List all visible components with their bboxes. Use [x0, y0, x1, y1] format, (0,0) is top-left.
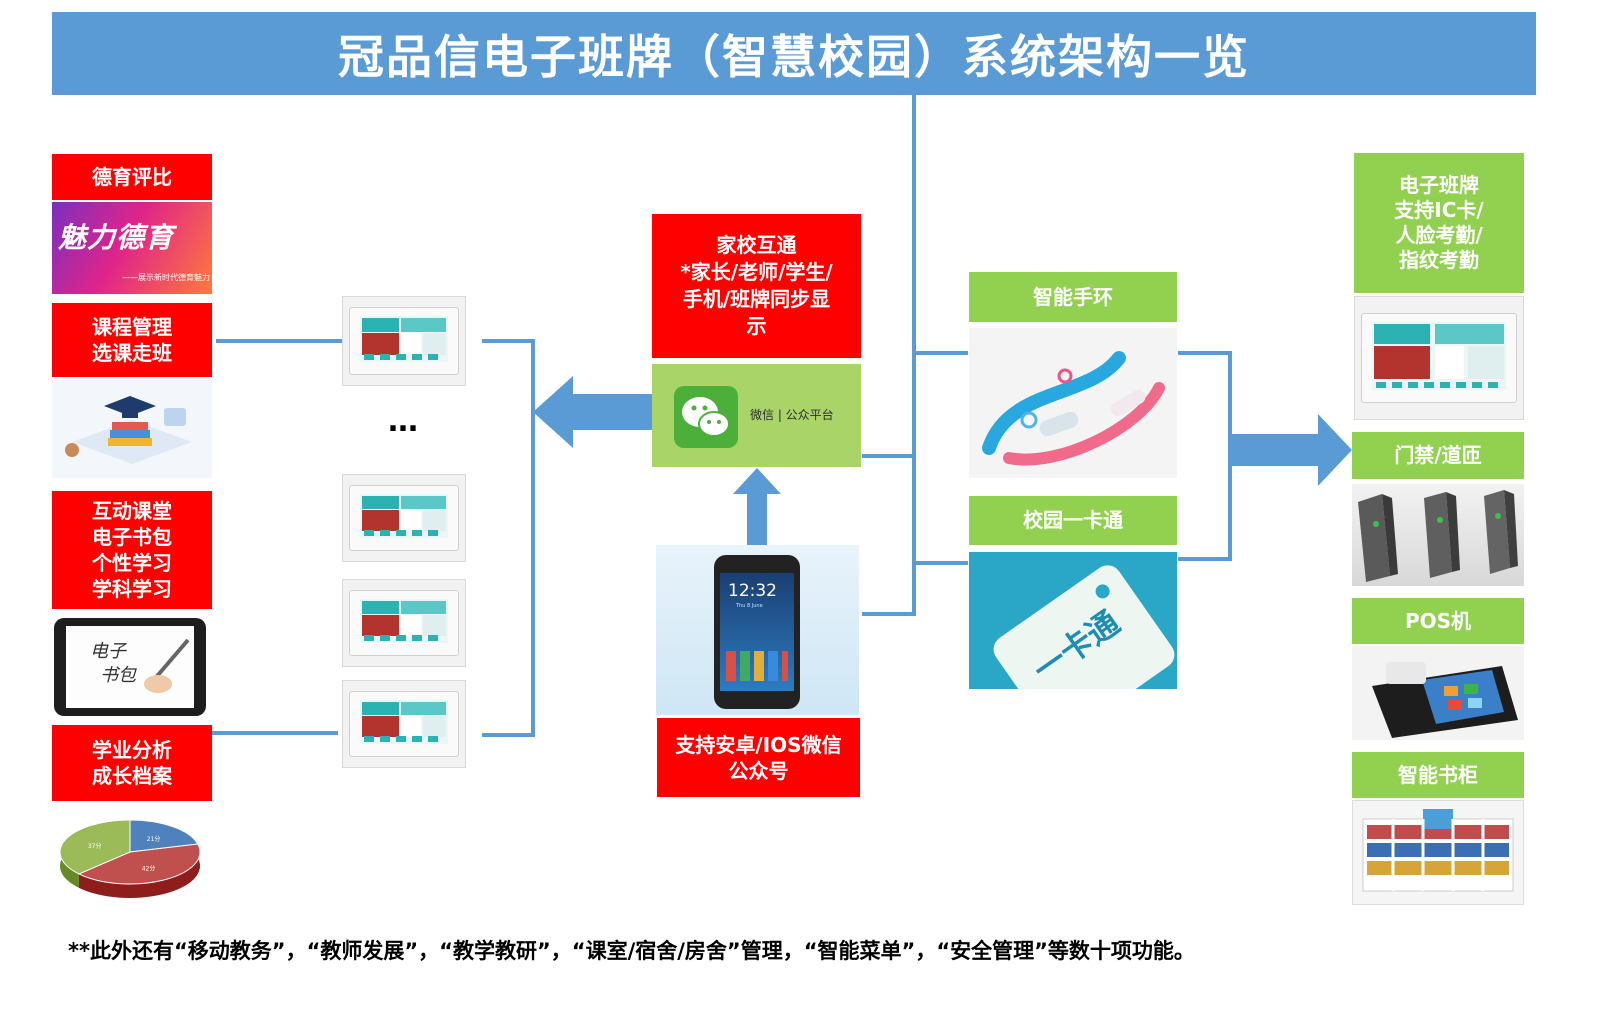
- connector-line: [531, 339, 535, 737]
- connector-line: [482, 339, 535, 343]
- pie-slice-side: [78, 844, 201, 898]
- connector-line: [212, 731, 338, 735]
- connector-line: [862, 454, 916, 458]
- home-school-line: *家长/老师/学生/: [680, 260, 833, 284]
- pie-slice-label: 21分: [147, 835, 161, 843]
- arrow-right-icon: [1230, 414, 1352, 486]
- connector-line: [862, 612, 916, 616]
- ebook-handwriting-line: 电子: [90, 641, 126, 662]
- card-tag: 一卡通: [988, 559, 1177, 689]
- class-board-image: [342, 296, 466, 386]
- e-board-label-line: 人脸考勤/: [1395, 223, 1483, 247]
- course-illustration-image: [52, 380, 212, 478]
- pie-slice: [59, 819, 131, 875]
- connector-line: [912, 95, 916, 616]
- support-label-line: 支持安卓/IOS微信: [675, 732, 842, 757]
- moral-label: 德育评比: [52, 154, 212, 200]
- class-board-image: [342, 474, 466, 562]
- pie-slice: [129, 819, 199, 853]
- connector-line: [1178, 351, 1232, 355]
- analysis-label-line: 成长档案: [92, 764, 172, 788]
- home-school-line: 手机/班牌同步显: [682, 287, 831, 311]
- wechat-icon: [674, 386, 738, 448]
- pie-slice: [77, 843, 201, 885]
- class-board-image: [342, 680, 466, 768]
- footer-note: **此外还有“移动教务”，“教师发展”，“教学教研”，“课室/宿舍/房舍”管理，…: [68, 939, 1195, 963]
- wechat-panel: 微信 | 公众平台: [652, 364, 861, 467]
- pen-icon: [144, 638, 190, 693]
- home-school-line: 示: [746, 314, 767, 338]
- turnstile-image: [1352, 484, 1524, 586]
- tablet-screen: 电子 书包: [66, 626, 194, 708]
- e-board-image: [1354, 296, 1524, 420]
- smartphone-image: 12:32 Thu 8 June: [656, 545, 859, 715]
- support-label-line: 公众号: [728, 758, 789, 783]
- smart-band-label-text: 智能手环: [1033, 284, 1113, 309]
- connector-line: [216, 339, 342, 343]
- e-board-label-line: 电子班牌: [1399, 173, 1479, 197]
- e-board-label-line: 支持IC卡/: [1394, 198, 1484, 222]
- phone-time: 12:32: [728, 581, 777, 601]
- tablet-image: 电子 书包: [54, 618, 206, 716]
- phone-screen: 12:32 Thu 8 June: [720, 573, 794, 691]
- support-label: 支持安卓/IOS微信 公众号: [657, 718, 860, 797]
- course-label: 课程管理 选课走班: [52, 303, 212, 377]
- arrow-left-icon: [533, 376, 655, 448]
- connector-line: [1178, 557, 1232, 561]
- pos-machine-image: [1352, 646, 1524, 740]
- course-label-line: 课程管理: [92, 315, 172, 339]
- interactive-label-line: 电子书包: [92, 525, 172, 549]
- moral-banner-title: 魅力德育: [58, 221, 175, 254]
- page-title: 冠品信电子班牌（智慧校园）系统架构一览: [52, 12, 1536, 95]
- connector-line: [482, 733, 535, 737]
- moral-banner-image: 魅力德育 ——展示新时代德育魅力: [52, 202, 212, 294]
- interactive-label-line: 个性学习: [92, 551, 172, 575]
- course-label-line: 选课走班: [92, 341, 172, 365]
- pie-chart: 21分 42分 37分: [59, 819, 201, 898]
- interactive-label-line: 互动课堂: [92, 499, 172, 523]
- connector-line: [912, 561, 968, 565]
- card-tag-text: 一卡通: [1026, 603, 1127, 689]
- smart-band-label: 智能手环: [969, 272, 1177, 322]
- moral-banner-subtitle: ——展示新时代德育魅力: [122, 273, 210, 282]
- app-icons: [726, 651, 788, 681]
- pie-slice-label: 37分: [88, 842, 102, 850]
- card-tag-hole: [1092, 581, 1113, 602]
- analysis-label-line: 学业分析: [92, 738, 172, 762]
- gate-label: 门禁/道匝: [1352, 432, 1524, 479]
- bookcase-label: 智能书柜: [1352, 752, 1524, 798]
- gate-label-text: 门禁/道匝: [1394, 443, 1482, 467]
- connector-line: [912, 351, 968, 355]
- ebook-handwriting: 电子 书包: [90, 640, 136, 688]
- smart-band-image: [969, 328, 1177, 478]
- interactive-label-line: 学科学习: [92, 577, 172, 601]
- bookcase-label-text: 智能书柜: [1398, 762, 1478, 787]
- interactive-label: 互动课堂 电子书包 个性学习 学科学习: [52, 491, 212, 609]
- campus-card-label: 校园一卡通: [969, 496, 1177, 545]
- phone-body: 12:32 Thu 8 June: [714, 555, 800, 709]
- analysis-label: 学业分析 成长档案: [52, 725, 212, 801]
- smart-bookcase-image: [1352, 800, 1524, 905]
- pie-slice-label: 42分: [142, 864, 156, 872]
- e-board-label: 电子班牌 支持IC卡/ 人脸考勤/ 指纹考勤: [1354, 153, 1524, 293]
- ellipsis-text: …: [388, 404, 418, 439]
- e-board-label-line: 指纹考勤: [1399, 248, 1479, 272]
- class-board-image: [342, 579, 466, 667]
- home-school-label: 家校互通 *家长/老师/学生/ 手机/班牌同步显 示: [652, 214, 861, 358]
- pos-label: POS机: [1352, 598, 1524, 644]
- moral-label-text: 德育评比: [92, 165, 172, 189]
- phone-date: Thu 8 June: [736, 603, 763, 609]
- campus-card-label-text: 校园一卡通: [1023, 508, 1123, 532]
- wechat-label: 微信 | 公众平台: [750, 408, 834, 422]
- home-school-line: 家校互通: [716, 233, 797, 257]
- arrow-up-icon: [733, 468, 781, 546]
- ebook-handwriting-line: 书包: [100, 665, 136, 686]
- campus-card-image: 一卡通: [969, 552, 1177, 689]
- pos-label-text: POS机: [1404, 608, 1472, 633]
